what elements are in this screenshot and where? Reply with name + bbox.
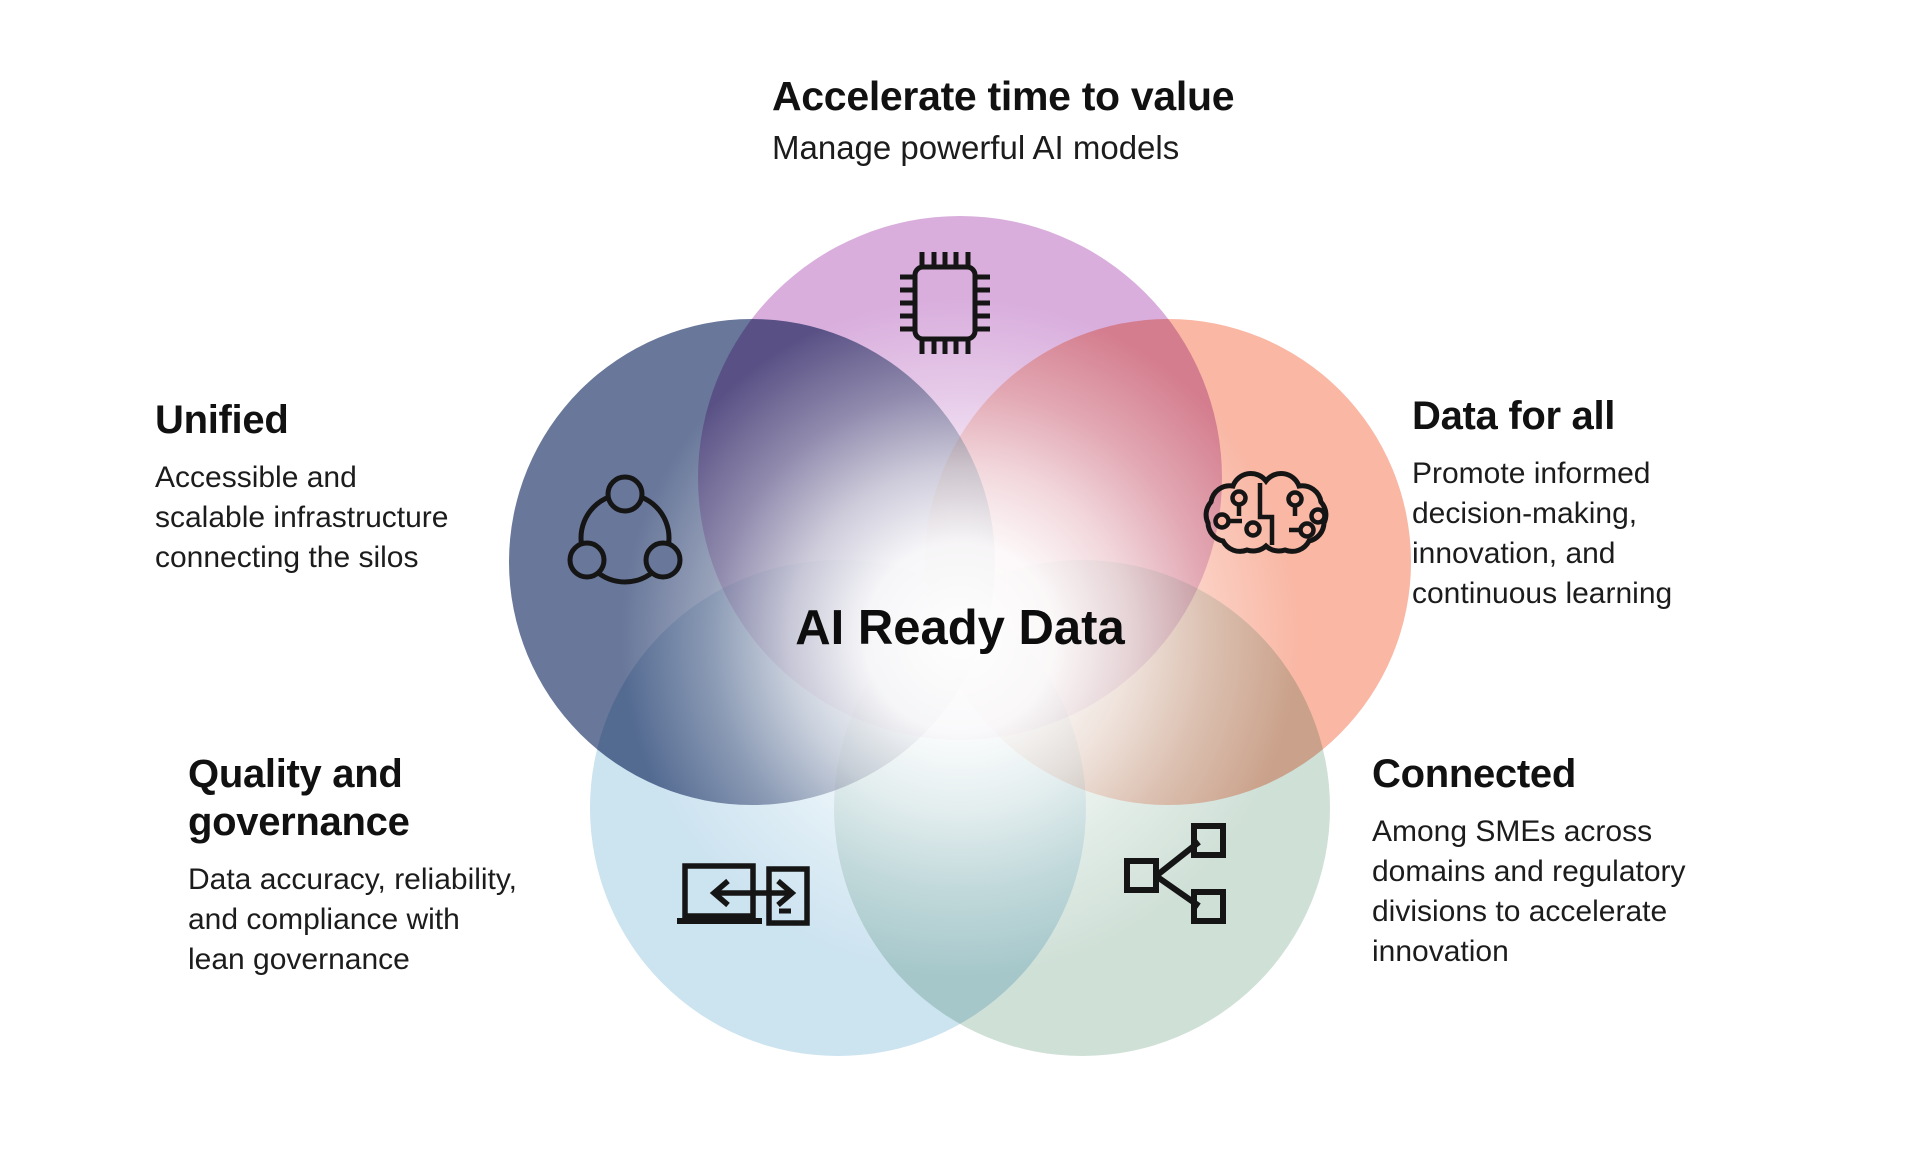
quality-desc-line: Data accuracy, reliability, [188,863,518,896]
quality-title-line: Quality and [188,752,403,796]
label-unified: Unified Accessible and scalable infrastr… [155,396,448,578]
share-nodes-icon [567,474,683,585]
accelerate-desc: Manage powerful AI models [772,129,1180,166]
data-for-all-title: Data for all [1412,394,1616,438]
data-for-all-desc-line: innovation, and [1412,537,1616,570]
connected-desc-line: innovation [1372,935,1509,968]
data-for-all-desc-line: continuous learning [1412,577,1673,610]
label-accelerate: Accelerate time to value Manage powerful… [772,72,1235,170]
unified-desc-line: Accessible and [155,461,357,494]
unified-desc-line: connecting the silos [155,541,419,574]
label-quality-governance: Quality and governance Data accuracy, re… [188,750,517,980]
ai-brain-icon [1203,470,1329,554]
quality-desc-line: and compliance with [188,903,460,936]
network-branch-icon [1124,823,1226,924]
data-for-all-desc-line: decision-making, [1412,497,1638,530]
data-for-all-desc-line: Promote informed [1412,457,1651,490]
connected-desc-line: domains and regulatory [1372,855,1686,888]
connected-title: Connected [1372,752,1576,796]
chip-icon [900,252,990,354]
label-data-for-all: Data for all Promote informed decision-m… [1412,392,1672,614]
quality-desc-line: lean governance [188,943,410,976]
center-glow [620,298,1300,978]
label-connected: Connected Among SMEs across domains and … [1372,750,1686,972]
connected-desc-line: Among SMEs across [1372,815,1653,848]
device-sync-icon [677,863,810,926]
unified-title: Unified [155,398,289,442]
connected-desc-line: divisions to accelerate [1372,895,1668,928]
accelerate-title: Accelerate time to value [772,73,1235,119]
quality-title-line: governance [188,800,410,844]
unified-desc-line: scalable infrastructure [155,501,449,534]
center-title: AI Ready Data [795,601,1125,655]
